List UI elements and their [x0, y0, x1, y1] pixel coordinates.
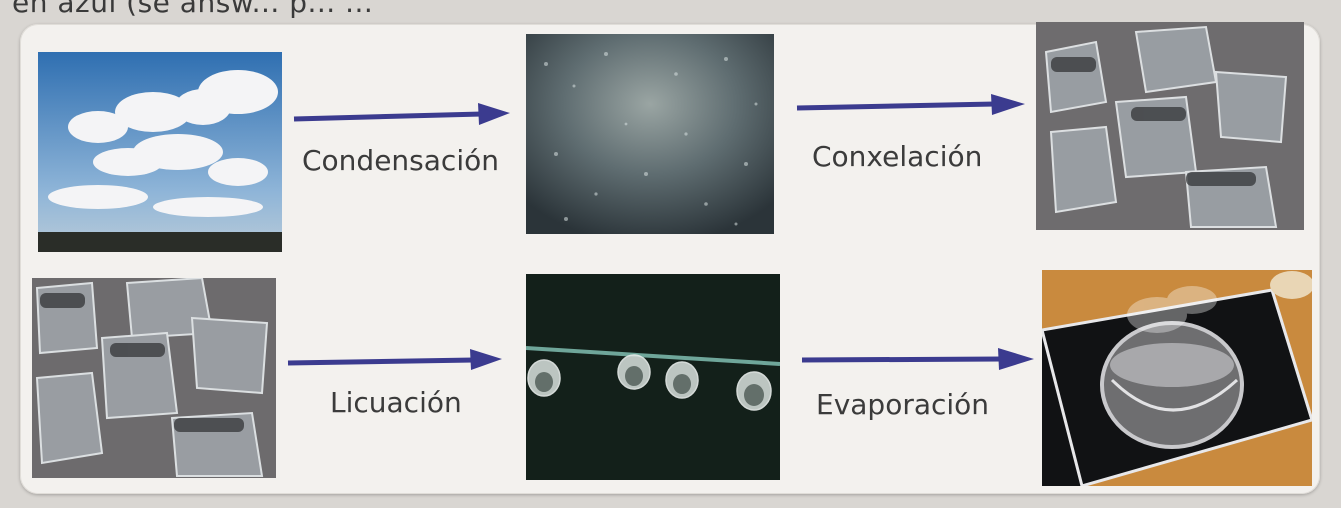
condensation-window-photo — [526, 34, 774, 234]
ice-cubes-photo — [32, 278, 276, 478]
pot-on-stove-photo — [1042, 270, 1312, 486]
arrow-right-icon — [801, 348, 1034, 370]
arrow-right-icon — [796, 94, 1025, 115]
water-drops-photo — [526, 274, 780, 480]
label-condensacion: Condensación — [302, 144, 499, 177]
label-conxelacion: Conxelación — [812, 140, 983, 173]
arrow-right-icon — [293, 103, 510, 125]
cropped-instruction-text: en azul (se answ... p... ... — [12, 0, 374, 19]
sky-clouds-photo — [38, 52, 282, 252]
label-evaporacion: Evaporación — [816, 388, 990, 421]
arrow-right-icon — [287, 349, 502, 370]
ice-cubes-photo — [1036, 22, 1304, 230]
label-licuacion: Licuación — [330, 386, 462, 419]
